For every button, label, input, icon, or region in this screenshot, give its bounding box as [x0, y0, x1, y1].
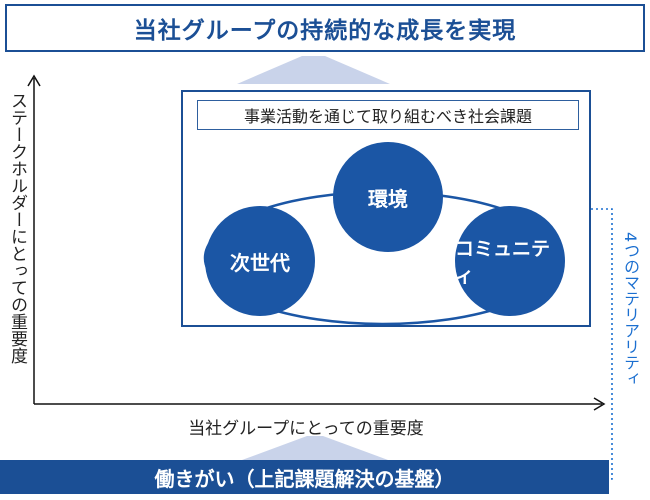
- page-title: 当社グループの持続的な成長を実現: [5, 4, 645, 52]
- y-axis-arrow-icon: [27, 74, 41, 87]
- materiality-label: 4つのマテリアリティ: [621, 232, 640, 387]
- social-issues-panel: 事業活動を通じて取り組むべき社会課題 環境 次世代 コミュニティ: [181, 90, 591, 327]
- footer-banner: 働きがい（上記課題解決の基盤）: [0, 460, 609, 494]
- next-generation-circle: 次世代: [205, 206, 315, 316]
- social-issues-title: 事業活動を通じて取り組むべき社会課題: [197, 100, 579, 130]
- up-arrow-top: [237, 56, 390, 84]
- community-circle: コミュニティ: [455, 206, 565, 316]
- x-axis-label: 当社グループにとっての重要度: [188, 419, 424, 439]
- environment-circle: 環境: [333, 142, 443, 252]
- up-arrow-bottom: [242, 436, 388, 460]
- materiality-bracket: [591, 208, 613, 480]
- y-axis-label: ステークホルダーにとっての重要度: [7, 92, 27, 364]
- x-axis-arrow-icon: [593, 397, 606, 411]
